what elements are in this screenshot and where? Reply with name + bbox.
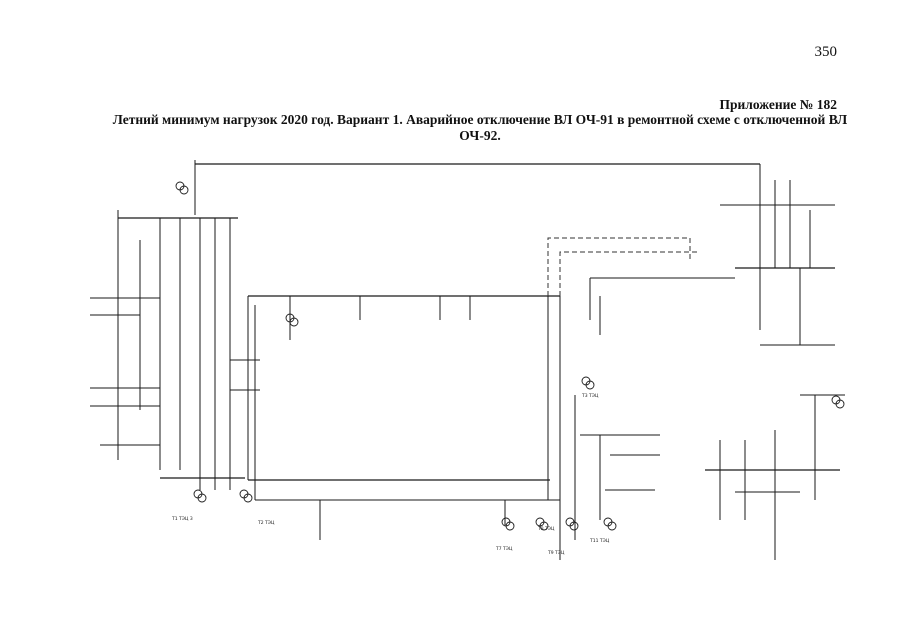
- transformer-label: Т9 ТЭЦ: [547, 550, 565, 556]
- disconnected-line-2: [559, 251, 700, 296]
- transformer-label: Т7 ТЭЦ: [495, 546, 513, 552]
- transformer-label: Т3 ТЭЦ: [581, 393, 599, 399]
- transformer-label: Т1 ТЭЦ 3: [171, 516, 193, 522]
- transformer-label: Т11 ТЭЦ: [589, 538, 610, 544]
- page-title: Летний минимум нагрузок 2020 год. Вариан…: [112, 112, 848, 143]
- annex-label: Приложение № 182: [719, 97, 838, 112]
- transformer-label: Т8 ТЭЦ: [537, 526, 555, 532]
- transformer-label: Т2 ТЭЦ: [257, 520, 275, 526]
- disconnected-line-1: [547, 237, 691, 296]
- page-number: 350: [814, 44, 838, 60]
